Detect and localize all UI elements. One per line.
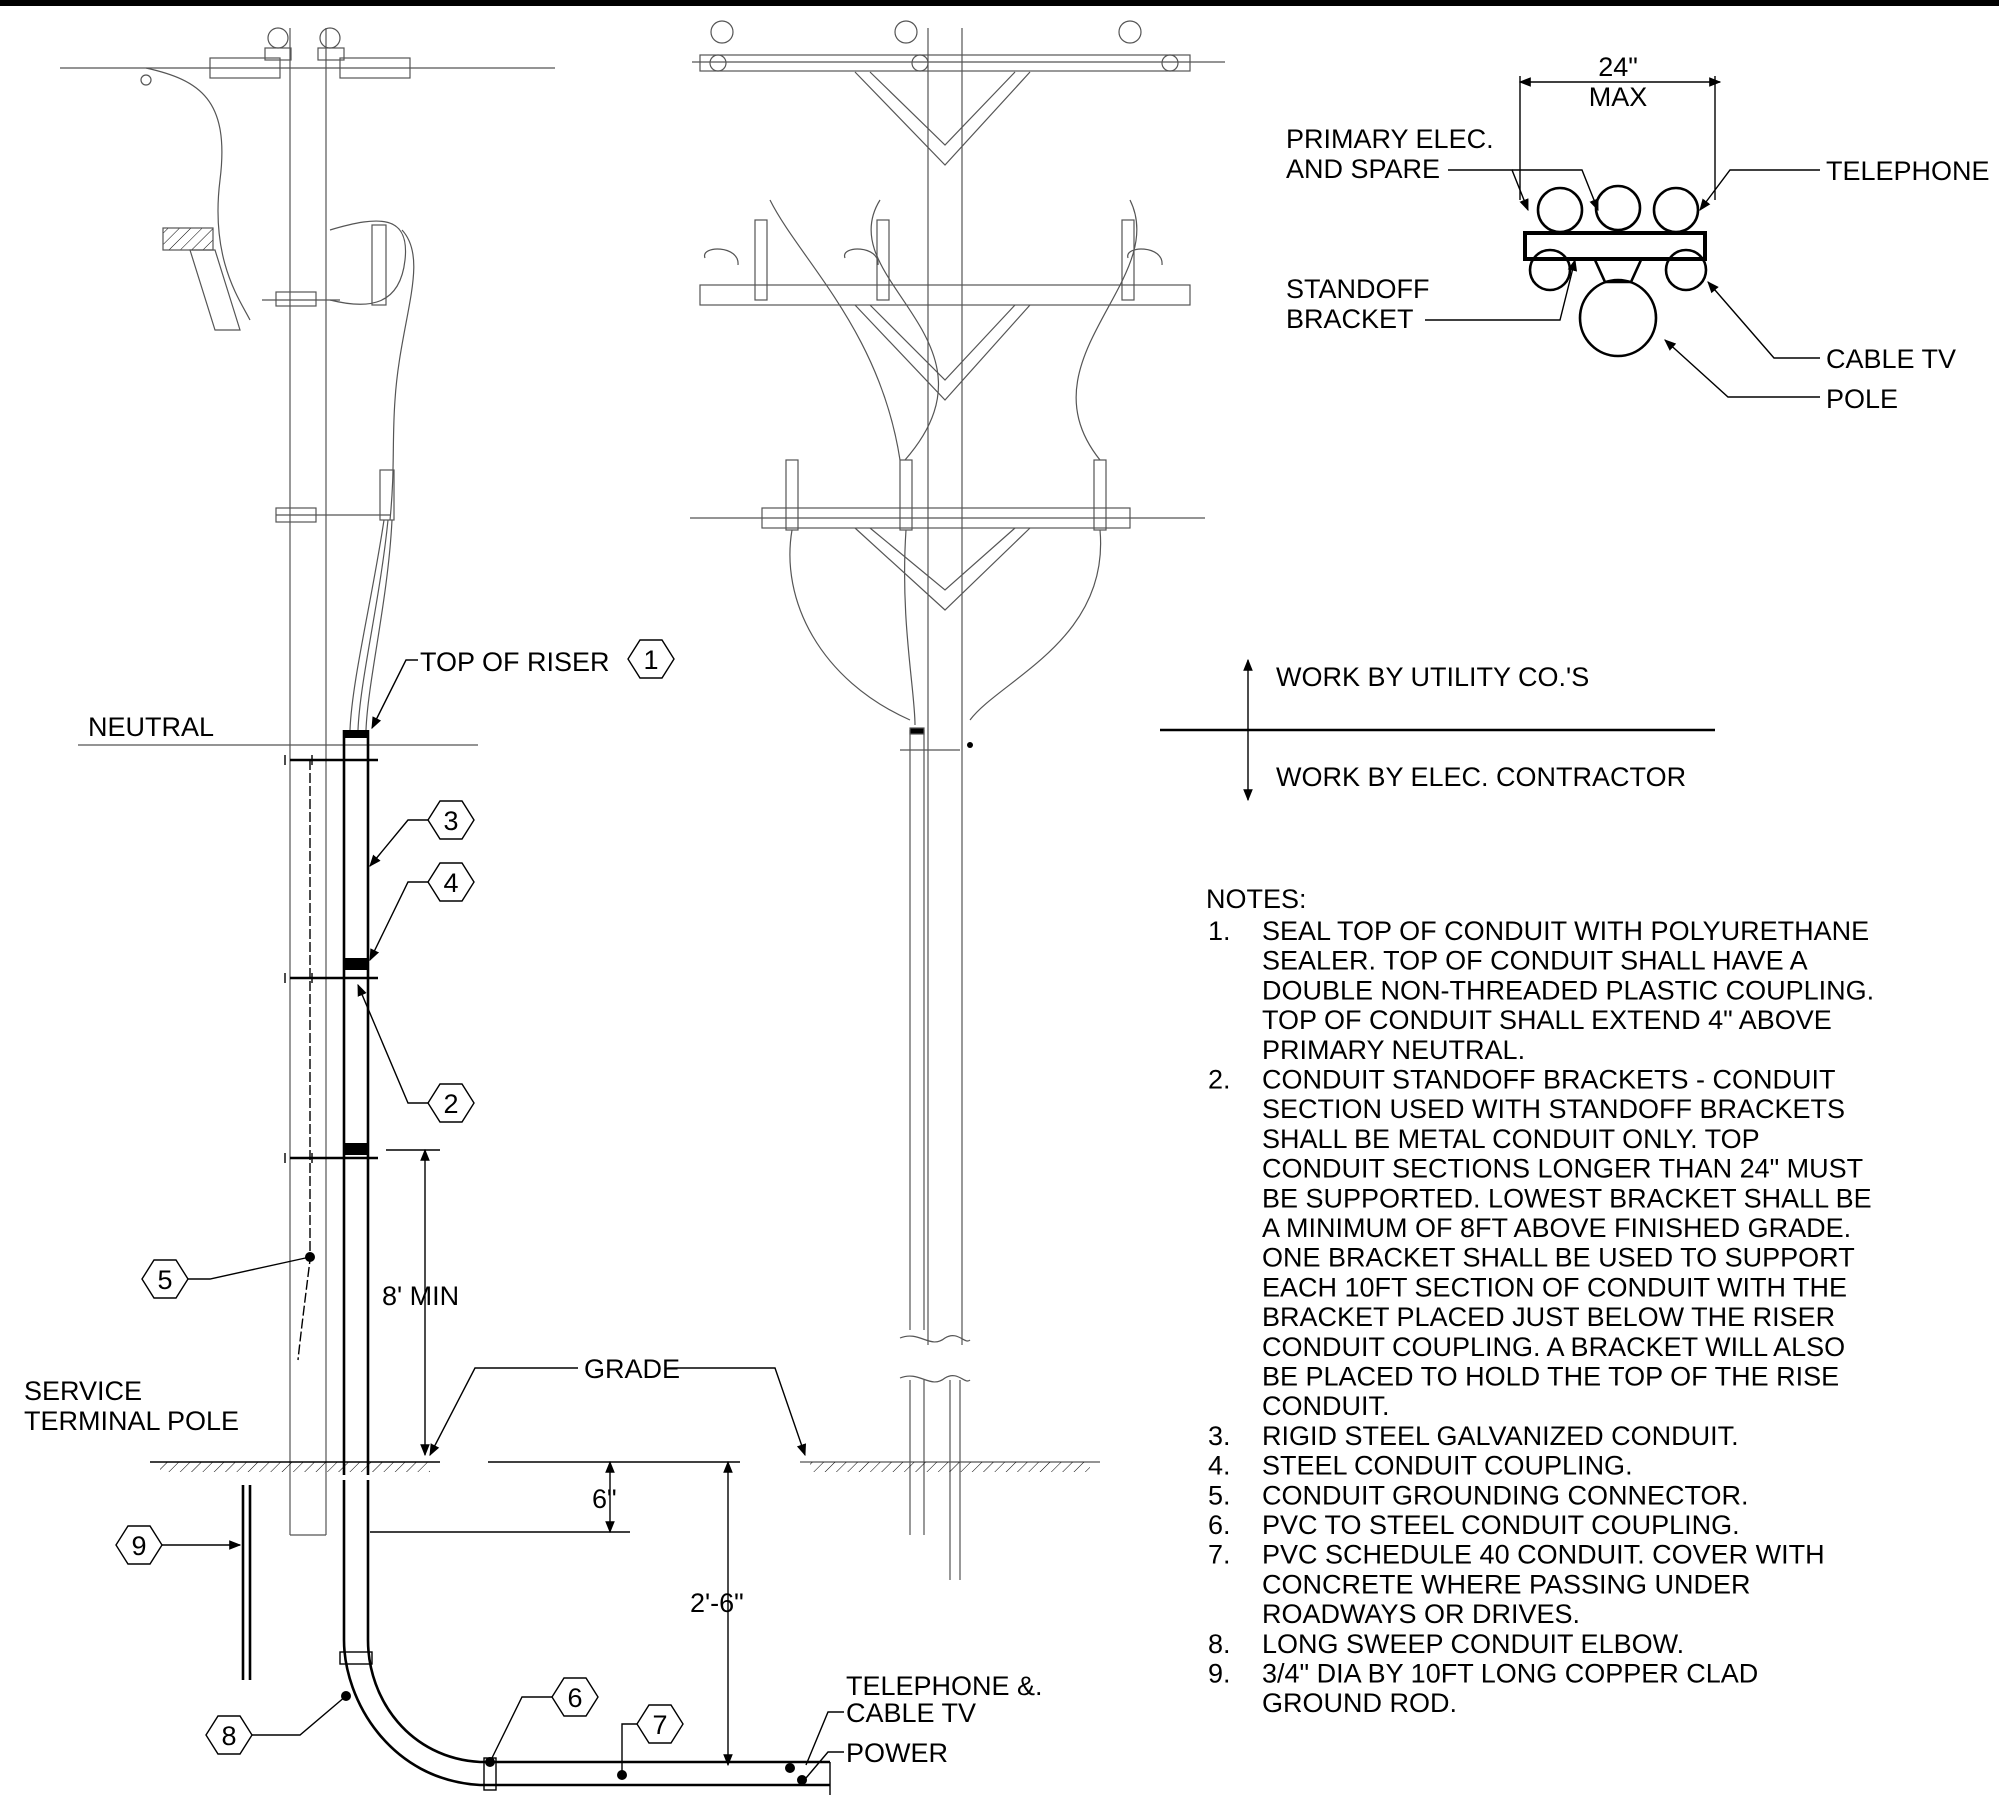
plan-standoff-label-2: BRACKET (1286, 304, 1414, 334)
callout-5: 5 (141, 1256, 311, 1299)
note-line: EACH 10FT SECTION OF CONDUIT WITH THE (1262, 1272, 1847, 1302)
notes-heading: NOTES: (1206, 884, 1307, 914)
service-pole-label-2: TERMINAL POLE (24, 1406, 239, 1436)
note-line: CONDUIT COUPLING. A BRACKET WILL ALSO (1262, 1332, 1845, 1362)
notes-list: 1.SEAL TOP OF CONDUIT WITH POLYURETHANES… (1208, 916, 1874, 1718)
svg-text:2: 2 (443, 1089, 458, 1119)
note-line: ROADWAYS OR DRIVES. (1262, 1599, 1580, 1629)
callout-7: 7 (621, 1704, 684, 1775)
front-elevation-pole (690, 20, 1225, 1580)
callout-2: 2 (357, 983, 475, 1123)
note-number: 7. (1208, 1540, 1231, 1570)
note-number: 3. (1208, 1421, 1231, 1451)
note-number: 1. (1208, 916, 1231, 946)
note-line: SEAL TOP OF CONDUIT WITH POLYURETHANE (1262, 916, 1869, 946)
note-line: CONDUIT. (1262, 1391, 1390, 1421)
callout-4: 4 (369, 862, 475, 962)
note-number: 4. (1208, 1451, 1231, 1481)
note-number: 8. (1208, 1629, 1231, 1659)
note-line: A MINIMUM OF 8FT ABOVE FINISHED GRADE. (1262, 1213, 1851, 1243)
telephone-label-1: TELEPHONE &. (846, 1671, 1043, 1701)
svg-text:4: 4 (443, 868, 458, 898)
note-line: SECTION USED WITH STANDOFF BRACKETS (1262, 1094, 1845, 1124)
note-line: RIGID STEEL GALVANIZED CONDUIT. (1262, 1421, 1739, 1451)
note-number: 9. (1208, 1659, 1231, 1689)
note-number: 5. (1208, 1480, 1231, 1510)
note-line: PRIMARY NEUTRAL. (1262, 1035, 1525, 1065)
plan-pole-label: POLE (1826, 384, 1898, 414)
plan-dimension: 24" (1598, 52, 1638, 82)
legend-contractor-label: WORK BY ELEC. CONTRACTOR (1276, 762, 1686, 792)
note-line: PVC TO STEEL CONDUIT COUPLING. (1262, 1510, 1740, 1540)
note-line: SEALER. TOP OF CONDUIT SHALL HAVE A (1262, 946, 1808, 976)
svg-text:1: 1 (643, 645, 658, 675)
top-border (0, 0, 1999, 6)
telephone-label-2: CABLE TV (846, 1698, 976, 1728)
neutral-label: NEUTRAL (88, 712, 214, 742)
svg-text:7: 7 (652, 1710, 667, 1740)
plan-primary-label-2: AND SPARE (1286, 154, 1440, 184)
depth-6-label: 6" (592, 1484, 617, 1514)
callout-8: 8 (205, 1691, 351, 1755)
svg-text:9: 9 (131, 1531, 146, 1561)
note-line: ONE BRACKET SHALL BE USED TO SUPPORT (1262, 1243, 1855, 1273)
callout-9: 9 (115, 1525, 242, 1565)
note-line: CONDUIT SECTIONS LONGER THAN 24" MUST (1262, 1154, 1863, 1184)
svg-text:5: 5 (157, 1265, 172, 1295)
standoff-plan-view (1425, 76, 1820, 398)
callout-1: 1 (627, 639, 675, 679)
plan-telephone-label: TELEPHONE (1826, 156, 1990, 186)
min-height-label: 8' MIN (382, 1281, 459, 1311)
note-line: BE SUPPORTED. LOWEST BRACKET SHALL BE (1262, 1183, 1872, 1213)
note-line: CONDUIT GROUNDING CONNECTOR. (1262, 1480, 1749, 1510)
power-label: POWER (846, 1738, 948, 1768)
note-line: BRACKET PLACED JUST BELOW THE RISER (1262, 1302, 1835, 1332)
svg-text:6: 6 (567, 1683, 582, 1713)
note-line: GROUND ROD. (1262, 1688, 1457, 1718)
dimension-depth (370, 1460, 740, 1767)
callout-3: 3 (369, 800, 475, 867)
note-line: DOUBLE NON-THREADED PLASTIC COUPLING. (1262, 975, 1874, 1005)
service-terminal-pole (60, 27, 831, 1795)
note-line: TOP OF CONDUIT SHALL EXTEND 4" ABOVE (1262, 1005, 1832, 1035)
dimension-8ft (386, 1148, 440, 1457)
plan-dimension-max: MAX (1589, 82, 1648, 112)
note-line: CONCRETE WHERE PASSING UNDER (1262, 1569, 1751, 1599)
note-line: CONDUIT STANDOFF BRACKETS - CONDUIT (1262, 1065, 1836, 1095)
svg-text:8: 8 (221, 1721, 236, 1751)
note-number: 6. (1208, 1510, 1231, 1540)
plan-standoff-label-1: STANDOFF (1286, 274, 1430, 304)
service-pole-label-1: SERVICE (24, 1376, 142, 1406)
plan-primary-label-1: PRIMARY ELEC. (1286, 124, 1494, 154)
note-line: 3/4" DIA BY 10FT LONG COPPER CLAD (1262, 1659, 1758, 1689)
note-line: BE PLACED TO HOLD THE TOP OF THE RISE (1262, 1362, 1839, 1392)
plan-cable-tv-label: CABLE TV (1826, 344, 1956, 374)
note-line: LONG SWEEP CONDUIT ELBOW. (1262, 1629, 1684, 1659)
top-of-riser-label: TOP OF RISER (420, 647, 610, 677)
grade-label: GRADE (584, 1354, 680, 1384)
work-division-legend (1160, 658, 1715, 802)
callout-6: 6 (489, 1677, 599, 1763)
legend-utility-label: WORK BY UTILITY CO.'S (1276, 662, 1589, 692)
note-line: SHALL BE METAL CONDUIT ONLY. TOP (1262, 1124, 1760, 1154)
note-line: PVC SCHEDULE 40 CONDUIT. COVER WITH (1262, 1540, 1825, 1570)
note-number: 2. (1208, 1065, 1231, 1095)
note-line: STEEL CONDUIT COUPLING. (1262, 1451, 1633, 1481)
depth-2-6-label: 2'-6" (690, 1588, 744, 1618)
svg-text:3: 3 (443, 806, 458, 836)
